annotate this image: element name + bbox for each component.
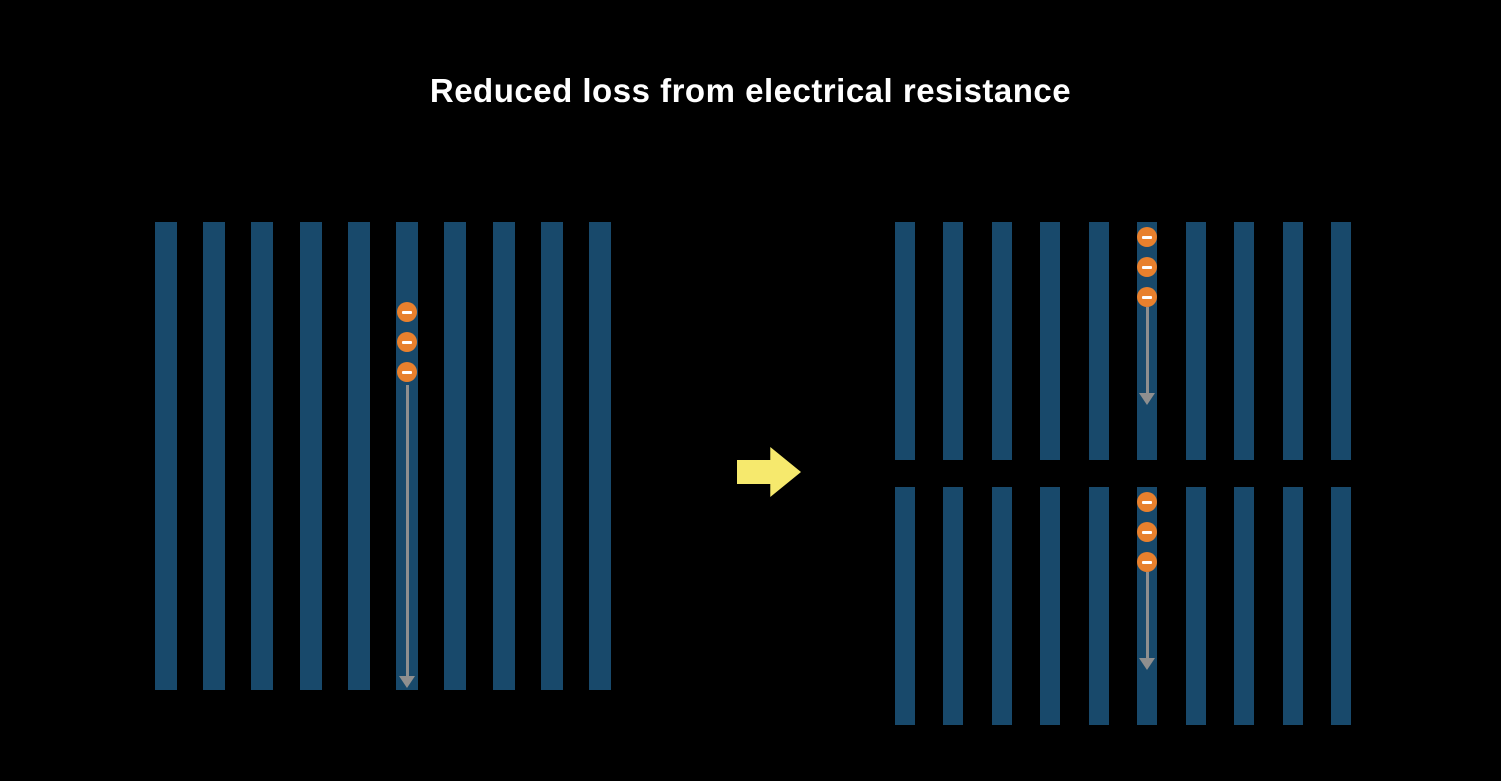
electron-icon xyxy=(1137,287,1157,307)
minus-symbol xyxy=(402,310,412,314)
cell-bar xyxy=(1186,222,1206,460)
electron-icon xyxy=(1137,257,1157,277)
minus-symbol xyxy=(1142,295,1152,299)
cell-bar xyxy=(493,222,515,690)
electron-icon xyxy=(397,362,417,382)
current-flow-arrow-line xyxy=(406,385,409,676)
cell-bar xyxy=(541,222,563,690)
cell-bar xyxy=(1283,222,1303,460)
diagram-title: Reduced loss from electrical resistance xyxy=(429,72,1072,109)
cell-bar xyxy=(943,487,963,725)
cell-bar xyxy=(1089,222,1109,460)
minus-symbol xyxy=(1142,560,1152,564)
minus-symbol xyxy=(402,340,412,344)
electron-icon xyxy=(397,302,417,322)
cell-bar xyxy=(251,222,273,690)
cell-bar xyxy=(1331,487,1351,725)
electron-icon xyxy=(1137,522,1157,542)
electron-icon xyxy=(1137,227,1157,247)
current-flow-arrowhead-icon xyxy=(399,676,415,688)
cell-bar xyxy=(895,487,915,725)
cell-bar xyxy=(1186,487,1206,725)
cell-bar xyxy=(155,222,177,690)
cell-bar xyxy=(1234,487,1254,725)
current-flow-arrowhead-icon xyxy=(1139,393,1155,405)
transition-arrow-icon xyxy=(737,447,801,497)
half-cell-bottom-panel xyxy=(895,487,1351,725)
cell-bar xyxy=(895,222,915,460)
cell-bar xyxy=(1040,222,1060,460)
cell-bar xyxy=(444,222,466,690)
electron-icon xyxy=(397,332,417,352)
current-flow-arrowhead-icon xyxy=(1139,658,1155,670)
cell-bar xyxy=(203,222,225,690)
cell-bar xyxy=(589,222,611,690)
minus-symbol xyxy=(1142,530,1152,534)
full-cell-panel xyxy=(155,222,611,690)
half-cell-top-panel xyxy=(895,222,1351,460)
cell-bar xyxy=(1234,222,1254,460)
electron-icon xyxy=(1137,552,1157,572)
minus-symbol xyxy=(402,370,412,374)
minus-symbol xyxy=(1142,500,1152,504)
cell-bar xyxy=(992,222,1012,460)
cell-bar xyxy=(1331,222,1351,460)
minus-symbol xyxy=(1142,265,1152,269)
cell-bar xyxy=(300,222,322,690)
cell-bar xyxy=(992,487,1012,725)
current-flow-arrow-line xyxy=(1146,572,1149,658)
current-flow-arrow-line xyxy=(1146,307,1149,393)
minus-symbol xyxy=(1142,235,1152,239)
cell-bar xyxy=(348,222,370,690)
cell-bar xyxy=(1040,487,1060,725)
electron-icon xyxy=(1137,492,1157,512)
cell-bar xyxy=(1283,487,1303,725)
cell-bar xyxy=(1089,487,1109,725)
cell-bar xyxy=(943,222,963,460)
